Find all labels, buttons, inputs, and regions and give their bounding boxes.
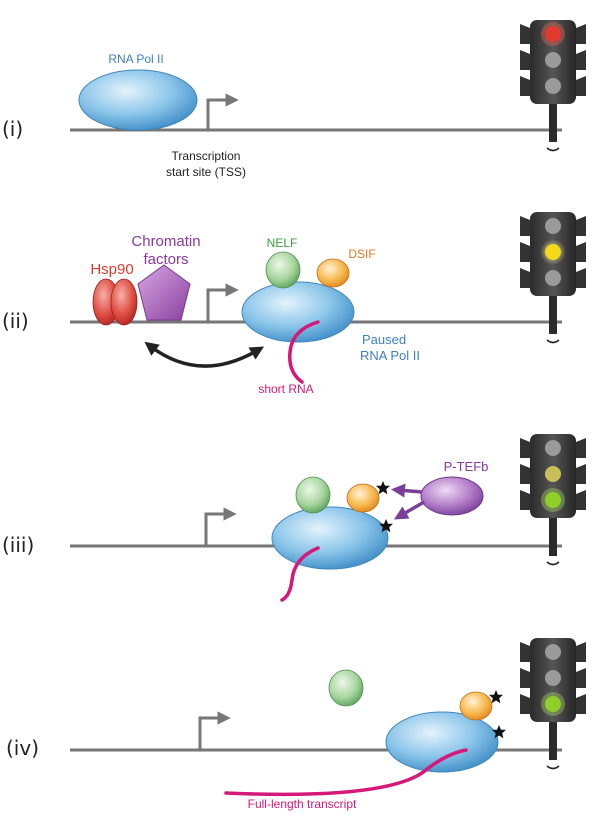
chromatin-factors	[137, 264, 191, 321]
panel-ii: (ii) Hsp90 Chromatin factors short RNA N…	[2, 211, 587, 396]
light-red	[545, 26, 561, 42]
panel-i: (i) RNA Pol II Transcription start site …	[2, 19, 587, 179]
traffic-light-icon	[519, 19, 587, 152]
light-green	[545, 78, 561, 94]
paused-rna-pol-ii	[241, 281, 355, 343]
dsif	[316, 258, 350, 288]
tss-label-line1: Transcription	[172, 149, 241, 163]
tss-arrow-icon	[206, 93, 239, 130]
light-yellow	[545, 52, 561, 68]
dsif	[346, 483, 380, 513]
panel-iii: (iii) P-TEFb	[2, 433, 587, 602]
light-green	[545, 270, 561, 286]
step-label-ii: (ii)	[2, 309, 29, 333]
interaction-arrow	[144, 341, 265, 368]
nelf	[295, 476, 331, 514]
hsp90-subunit	[110, 278, 138, 326]
rna-pol-ii-label: RNA Pol II	[108, 52, 163, 66]
traffic-light-icon	[519, 637, 587, 770]
light-yellow	[545, 670, 561, 686]
light-yellow	[545, 244, 561, 260]
panel-iv: (iv) Full-length transcript	[6, 637, 587, 811]
light-red	[545, 644, 561, 660]
traffic-light-icon	[519, 433, 587, 566]
nelf-label: NELF	[267, 236, 298, 250]
step-label-iv: (iv)	[6, 736, 39, 760]
hsp90-label: Hsp90	[90, 261, 133, 278]
light-green	[545, 696, 561, 712]
short-rna	[288, 320, 320, 384]
chromatin-label-line2: factors	[143, 251, 188, 268]
rna-pol-ii	[385, 711, 499, 773]
rna-pol-ii	[78, 69, 198, 131]
nelf-released	[328, 669, 364, 707]
traffic-light-icon	[519, 211, 587, 344]
nelf	[265, 251, 301, 289]
full-length-transcript-label: Full-length transcript	[248, 797, 357, 811]
step-label-i: (i)	[2, 117, 23, 141]
phosphorylation-arrow	[391, 483, 423, 498]
p-tefb-label: P-TEFb	[444, 459, 489, 474]
tss-arrow-icon	[206, 283, 239, 322]
rna-pol-ii	[271, 506, 389, 570]
tss-arrow-icon	[204, 507, 237, 546]
tss-label-line2: start site (TSS)	[166, 165, 246, 179]
light-red	[545, 440, 561, 456]
light-green	[545, 492, 561, 508]
p-tefb	[420, 476, 484, 516]
dsif-label: DSIF	[348, 247, 375, 261]
chromatin-label-line1: Chromatin	[131, 233, 200, 250]
paused-pol-label-line2: RNA Pol II	[360, 348, 420, 363]
short-rna-label: short RNA	[258, 382, 313, 396]
light-red	[545, 218, 561, 234]
dsif	[459, 691, 493, 721]
short-rna	[280, 546, 320, 602]
phosphorylation-arrow	[393, 500, 425, 520]
paused-pol-label-line1: Paused	[362, 332, 406, 347]
step-label-iii: (iii)	[2, 533, 34, 557]
full-length-transcript	[224, 748, 468, 797]
tss-arrow-icon	[198, 711, 231, 750]
light-yellow	[545, 466, 561, 482]
